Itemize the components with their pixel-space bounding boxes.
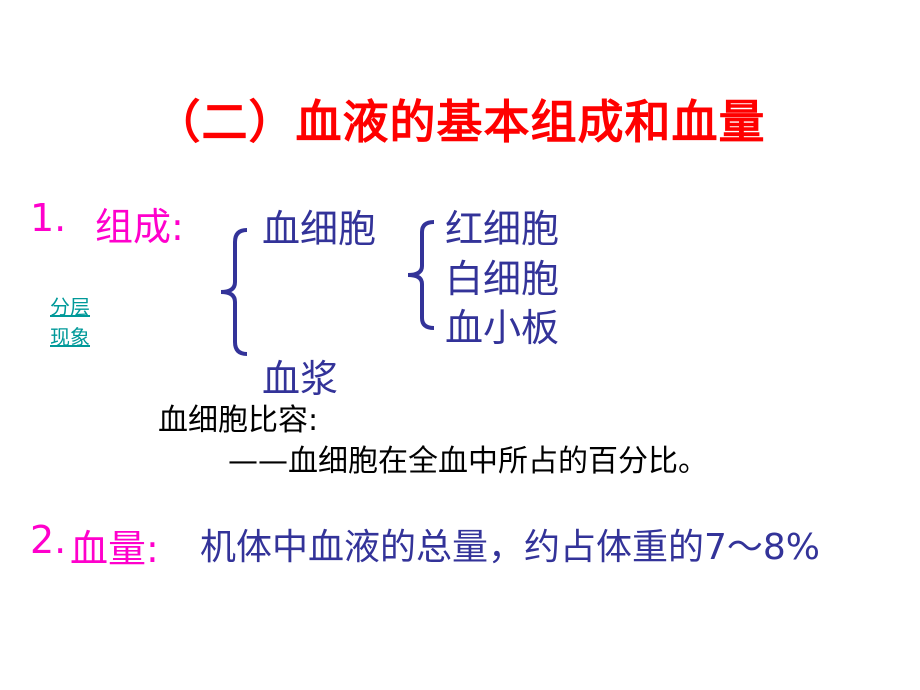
hematocrit-definition: ——血细胞在全血中所占的百分比。 — [228, 444, 708, 479]
slide-title: （二）血液的基本组成和血量 — [154, 95, 766, 149]
cell-type-platelet: 血小板 — [445, 306, 560, 350]
cell-types-brace — [407, 220, 435, 330]
item2-label: 血量: — [70, 527, 159, 571]
item2-text: 机体中血液的总量，约占体重的7～8% — [200, 527, 821, 568]
item2-number: 2. — [30, 518, 67, 562]
hematocrit-term: 血细胞比容: — [158, 403, 319, 438]
item1-label: 组成: — [95, 205, 184, 249]
blood-cells-label: 血细胞 — [262, 207, 377, 251]
plasma-label: 血浆 — [262, 357, 339, 401]
stratification-link[interactable]: 分层 现象 — [50, 292, 90, 352]
cell-type-white: 白细胞 — [445, 257, 560, 301]
link-line-2: 现象 — [50, 325, 90, 349]
item1-number: 1. — [30, 196, 67, 240]
left-brace — [220, 228, 248, 356]
link-line-1: 分层 — [50, 295, 90, 319]
cell-type-red: 红细胞 — [445, 207, 560, 251]
